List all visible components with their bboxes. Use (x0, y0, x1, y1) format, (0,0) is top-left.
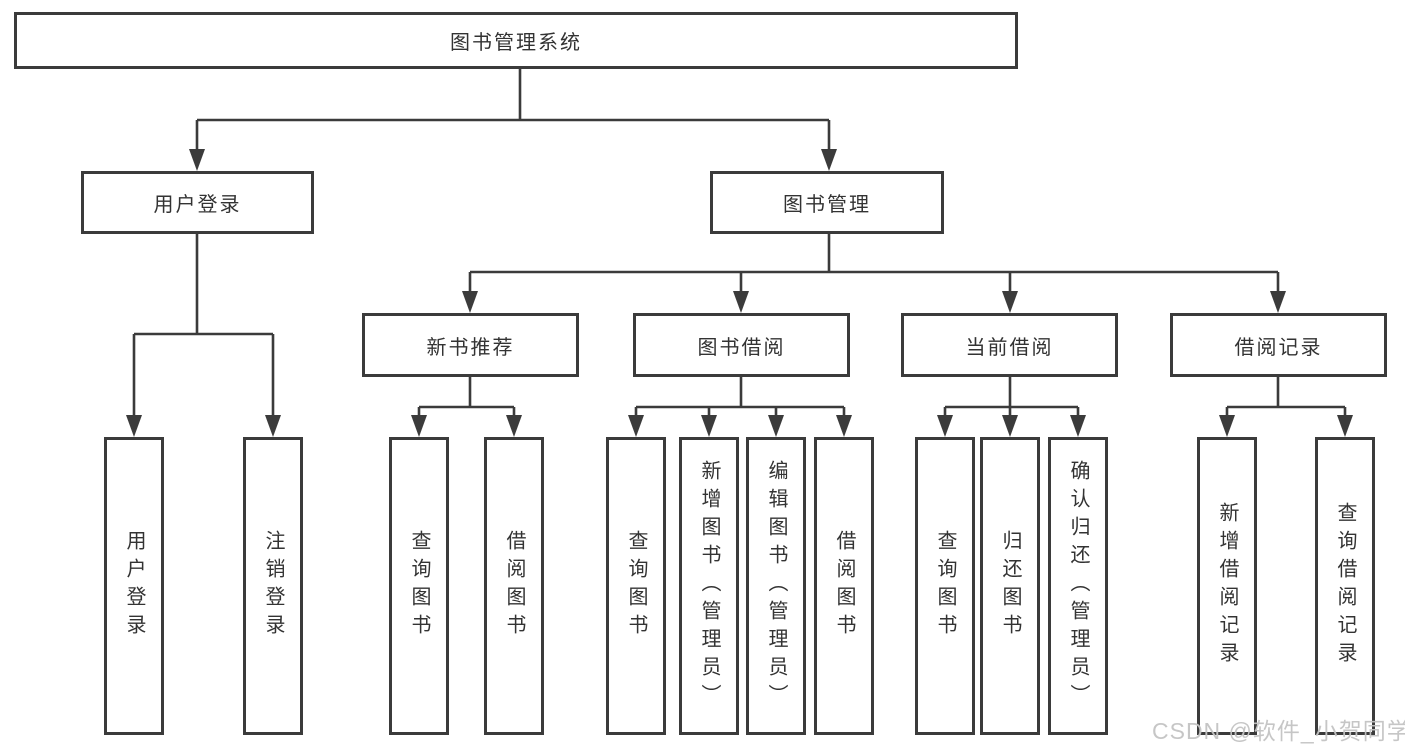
node-book-management: 图书管理 (710, 171, 944, 234)
node-new-book-recommendation: 新书推荐 (362, 313, 579, 377)
csdn-watermark: CSDN @软件_小贺同学 (1152, 718, 1405, 744)
leaf-return-books: 归还图书 (980, 437, 1040, 735)
leaf-add-borrow-record: 新增借阅记录 (1197, 437, 1257, 735)
leaf-confirm-return-admin: 确认归还（管理员） (1048, 437, 1108, 735)
leaf-borrow-books-recommend: 借阅图书 (484, 437, 544, 735)
leaf-query-books-recommend: 查询图书 (389, 437, 449, 735)
leaf-query-books-current: 查询图书 (915, 437, 975, 735)
leaf-borrow-books-borrowing: 借阅图书 (814, 437, 874, 735)
arrowheads (126, 149, 1353, 437)
leaf-user-login: 用户登录 (104, 437, 164, 735)
leaf-add-books-admin: 新增图书（管理员） (679, 437, 739, 735)
leaf-edit-books-admin: 编辑图书（管理员） (746, 437, 806, 735)
node-book-borrowing: 图书借阅 (633, 313, 850, 377)
leaf-query-books-borrowing: 查询图书 (606, 437, 666, 735)
leaf-logout: 注销登录 (243, 437, 303, 735)
node-user-login: 用户登录 (81, 171, 314, 234)
node-current-borrowing: 当前借阅 (901, 313, 1118, 377)
node-library-management-system: 图书管理系统 (14, 12, 1018, 69)
leaf-query-borrow-record: 查询借阅记录 (1315, 437, 1375, 735)
node-borrowing-records: 借阅记录 (1170, 313, 1387, 377)
